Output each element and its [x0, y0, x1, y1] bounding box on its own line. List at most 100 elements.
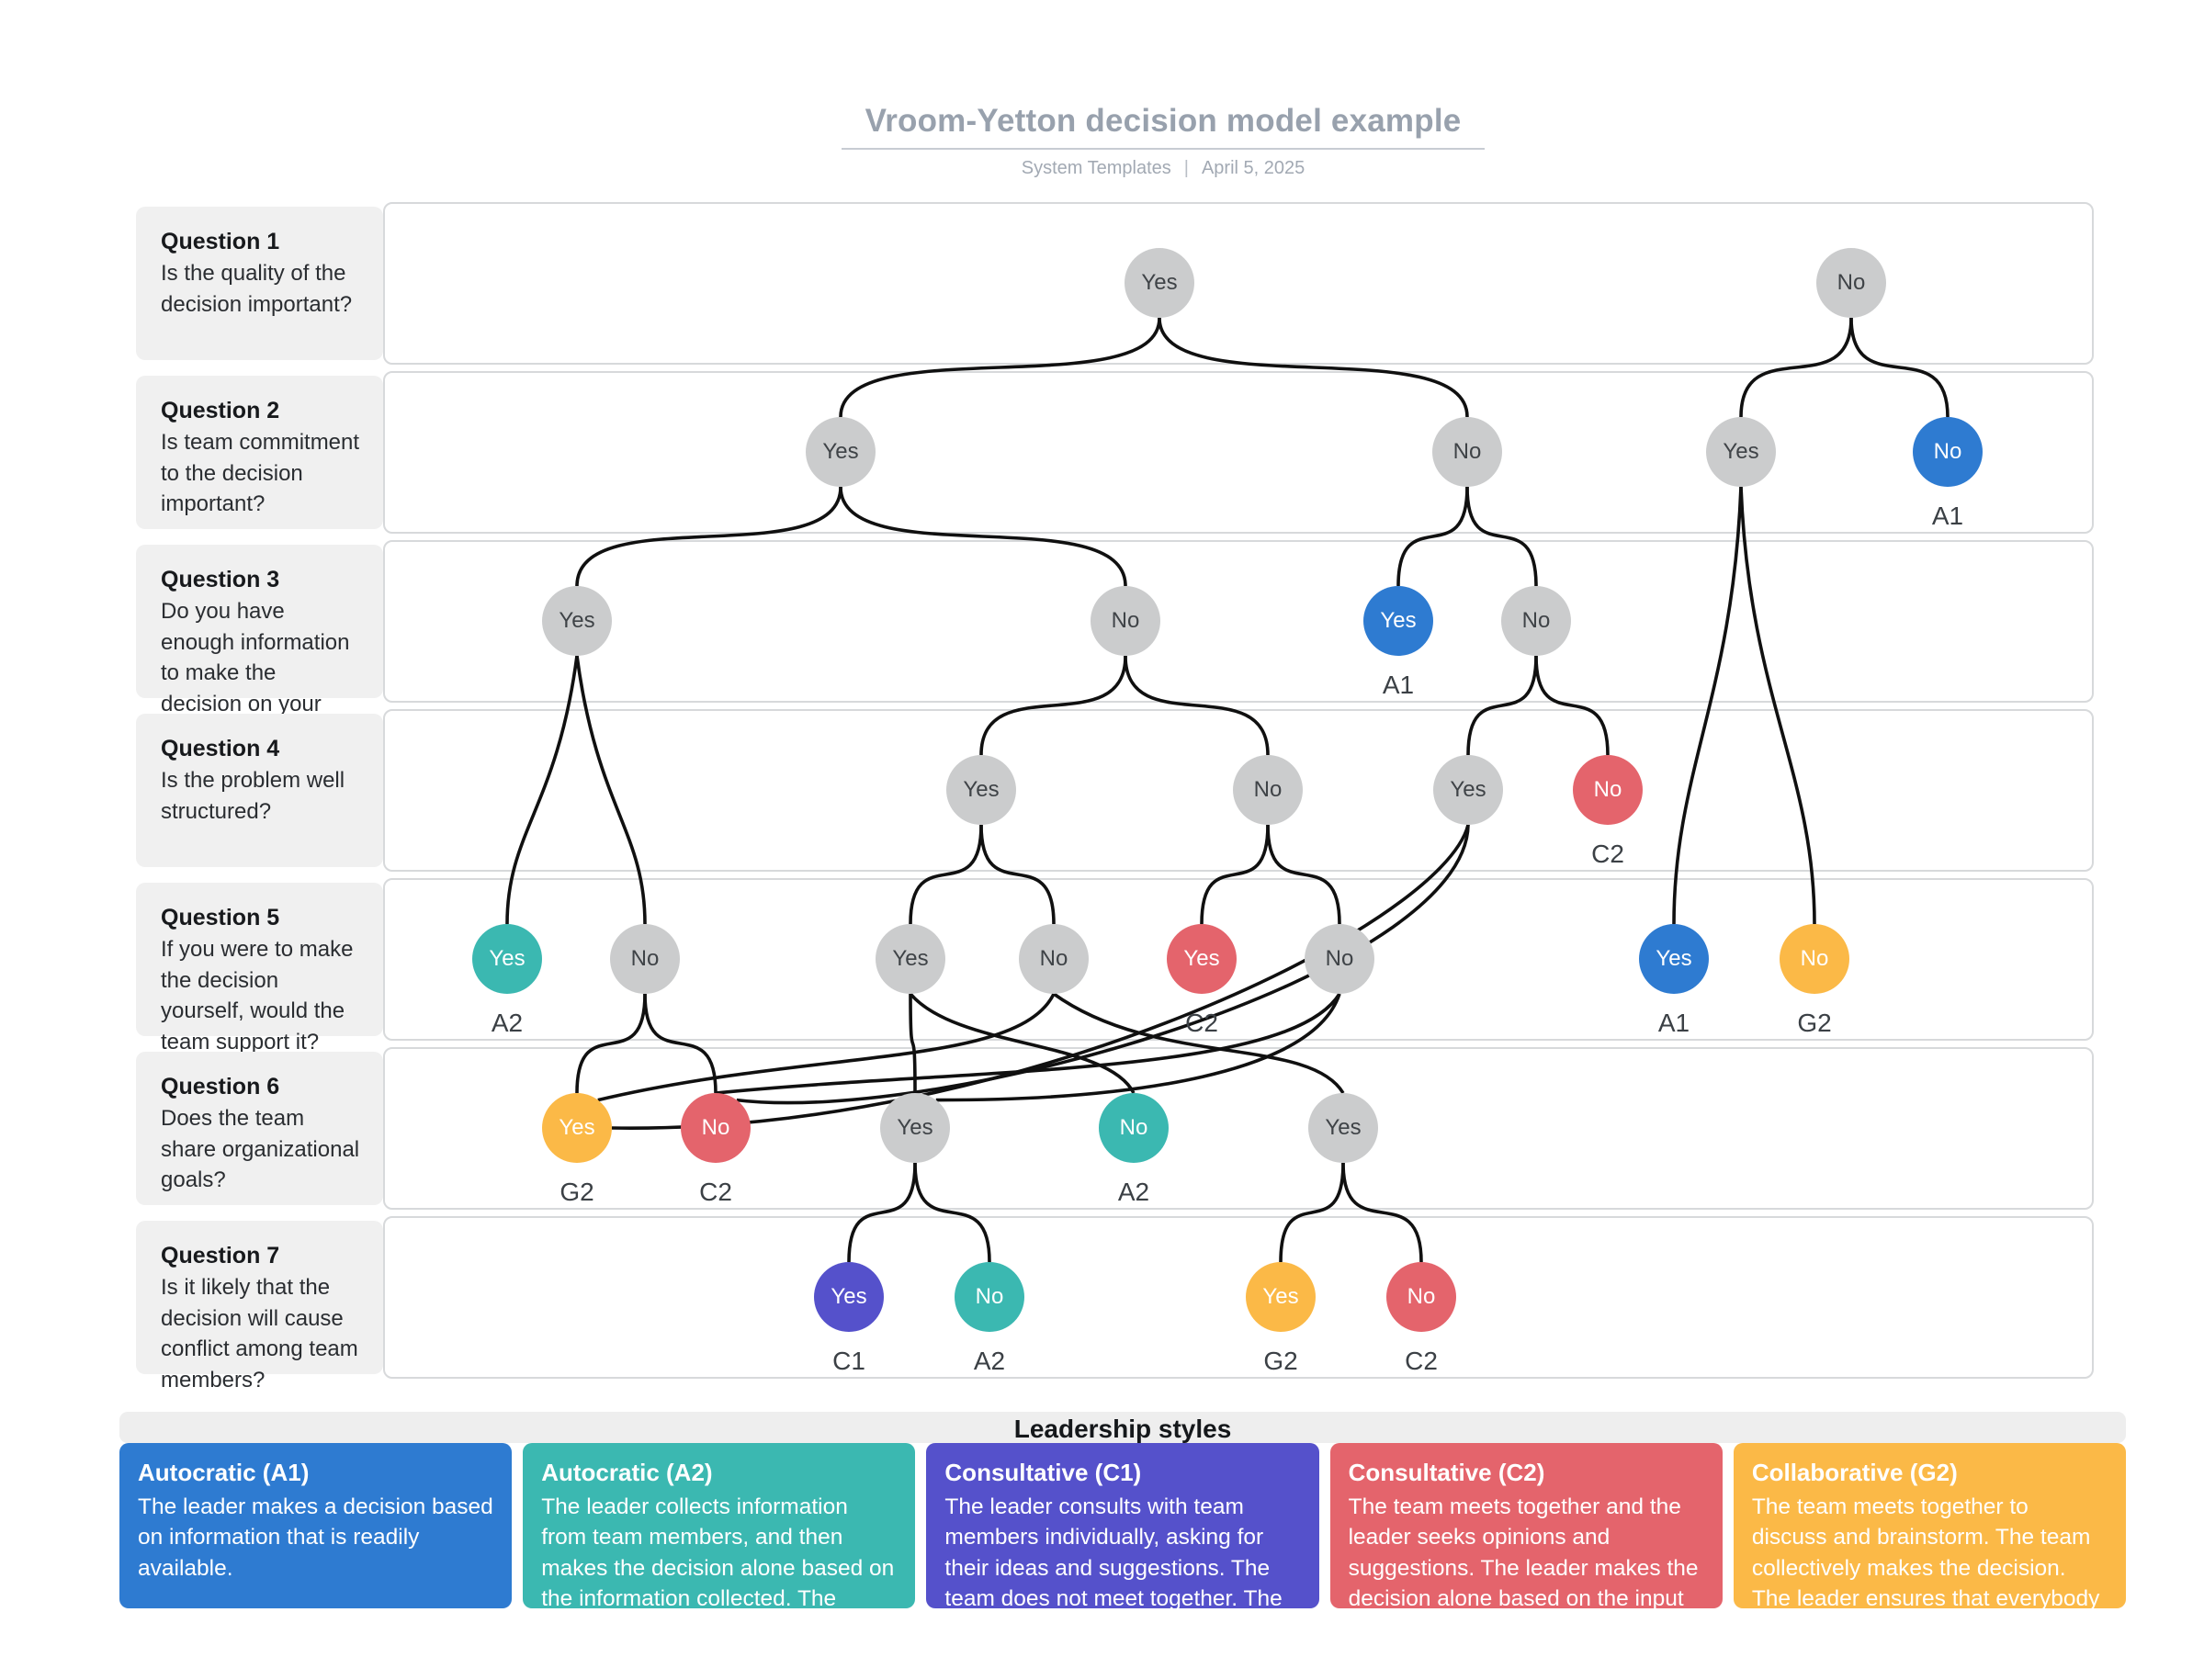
legend-box-autocratic-a2-[interactable]: Autocratic (A2)The leader collects infor… [523, 1443, 916, 1673]
decision-node-label: No [1521, 608, 1551, 633]
tree-edge-r6yes2-r7g2 [1279, 1162, 1345, 1263]
decision-node-r7c2[interactable]: No [1386, 1262, 1456, 1332]
decision-node-r5a2[interactable]: Yes [472, 924, 542, 994]
result-label-r5a2: A2 [491, 1009, 524, 1037]
decision-node-r5a1[interactable]: Yes [1639, 924, 1709, 994]
decision-node-r2yes2[interactable]: Yes [1706, 417, 1776, 487]
tree-edge-r3no-r4no [1124, 655, 1270, 756]
question-label: Question 4 [161, 736, 280, 761]
legend-box-text: The team meets together to discuss and b… [1751, 1494, 2100, 1642]
decision-node-r3no[interactable]: No [1091, 586, 1160, 656]
row-band-q1 [383, 202, 2094, 365]
decision-node-r5no2[interactable]: No [1019, 924, 1089, 994]
legend-box-title: Consultative (C1) [944, 1459, 1142, 1486]
decision-node-label: No [1253, 777, 1283, 802]
question-panel-3[interactable]: Question 3 Do you have enough information… [136, 545, 383, 747]
decision-node-r1yes[interactable]: Yes [1125, 248, 1194, 318]
legend-box-collaborative-g2-[interactable]: Collaborative (G2)The team meets togethe… [1733, 1443, 2127, 1641]
decision-node-r1no[interactable]: No [1816, 248, 1886, 318]
tree-edge-r5no-r6c2 [643, 993, 718, 1094]
decision-node-r6g2[interactable]: Yes [542, 1093, 612, 1163]
decision-node-r7g2[interactable]: Yes [1246, 1262, 1316, 1332]
decision-node-r2no2[interactable]: No [1913, 417, 1983, 487]
tree-edge-r5yes-r6yes [909, 993, 917, 1094]
legend-box-title: Autocratic (A2) [541, 1459, 713, 1486]
decision-node-label: No [1039, 946, 1068, 971]
question-label: Question 2 [161, 398, 280, 423]
decision-node-r6a2[interactable]: No [1099, 1093, 1169, 1163]
tree-edge-r1yes-r2no [1158, 317, 1469, 418]
decision-node-r5g2[interactable]: No [1780, 924, 1849, 994]
decision-node-label: Yes [1262, 1284, 1299, 1309]
subtitle-author: System Templates [1021, 158, 1171, 178]
tree-edge-r5no3-r6yes [935, 993, 1341, 1102]
tree-edge-r3yes-r5a2 [505, 655, 579, 925]
question-text: Is the problem well structured? [161, 768, 345, 824]
tree-edge-r2yes2-r5a1 [1672, 486, 1743, 925]
decision-node-r5yes[interactable]: Yes [876, 924, 945, 994]
legend-box-consultative-c1-[interactable]: Consultative (C1) The leader consults wit… [926, 1443, 1319, 1673]
decision-node-label: No [1325, 946, 1354, 971]
tree-edge-r1no-r2yes2 [1739, 317, 1853, 418]
result-label-r7g2: G2 [1263, 1347, 1298, 1375]
question-label: Question 1 [161, 229, 280, 254]
question-panel-4[interactable]: Question 4 Is the problem well structured… [136, 714, 383, 867]
question-label: Question 3 [161, 567, 280, 592]
legend-strip [119, 1412, 2126, 1443]
decision-node-label: No [1119, 1115, 1148, 1140]
legend-box-title: Consultative (C2) [1348, 1459, 1545, 1486]
result-label-r5a1: A1 [1657, 1009, 1690, 1037]
tree-edge-r4yes-r5yes [909, 824, 983, 925]
decision-node-r6yes[interactable]: Yes [880, 1093, 950, 1163]
decision-node-r5no3[interactable]: No [1305, 924, 1374, 994]
legend-box-autocratic-a1-[interactable]: Autocratic (A1)The leader makes a decisi… [119, 1443, 513, 1608]
tree-edge-r1yes-r2yes [839, 317, 1161, 418]
decision-node-r5no[interactable]: No [610, 924, 680, 994]
decision-node-label: Yes [1656, 946, 1692, 971]
decision-node-label: Yes [1380, 608, 1417, 633]
tree-edge-r5no2-r6g2 [597, 993, 1056, 1102]
decision-node-r5c2[interactable]: Yes [1167, 924, 1237, 994]
tree-edge-r4no-r5no3 [1266, 824, 1341, 925]
legend-title: Leadership styles [1013, 1415, 1232, 1443]
decision-node-r3yes2[interactable]: Yes [1363, 586, 1433, 656]
question-panel-5[interactable]: Question 5 If you were to make the decisi… [136, 883, 383, 1054]
tree-edge-r5no3-r6c2 [715, 993, 1341, 1095]
decision-node-label: No [975, 1284, 1004, 1309]
decision-node-r3no2[interactable]: No [1501, 586, 1571, 656]
decision-node-r2yes[interactable]: Yes [806, 417, 876, 487]
decision-node-r4no2[interactable]: No [1573, 755, 1643, 825]
decision-node-label: No [1837, 270, 1866, 295]
tree-edge-r4yes2-r6c2 [736, 824, 1470, 1105]
tree-edge-r2yes-r3no [839, 486, 1127, 587]
legend-box-consultative-c2-[interactable]: Consultative (C2)The team meets together… [1329, 1443, 1723, 1641]
tree-edge-r6yes2-r7c2 [1341, 1162, 1423, 1263]
question-text: If you were to make the decision yoursel… [161, 937, 354, 1054]
decision-node-r4yes2[interactable]: Yes [1433, 755, 1503, 825]
decision-node-r4no[interactable]: No [1233, 755, 1303, 825]
decision-node-label: Yes [1723, 439, 1759, 464]
decision-node-r4yes[interactable]: Yes [946, 755, 1016, 825]
result-label-r6c2: C2 [699, 1178, 732, 1206]
decision-node-label: No [1933, 439, 1962, 464]
decision-node-r6c2[interactable]: No [681, 1093, 751, 1163]
question-text: Is it likely that the decision will caus… [161, 1275, 358, 1392]
legend-box-text: The leader consults with team members in… [944, 1494, 1287, 1673]
result-label-r2no2: A1 [1931, 502, 1964, 530]
decision-node-r2no[interactable]: No [1432, 417, 1502, 487]
decision-node-r6yes2[interactable]: Yes [1308, 1093, 1378, 1163]
decision-node-r3yes[interactable]: Yes [542, 586, 612, 656]
result-label-r5g2: G2 [1797, 1009, 1832, 1037]
question-panel-2[interactable]: Question 2 Is team commitment to the deci… [136, 376, 383, 529]
decision-node-r7a2[interactable]: No [955, 1262, 1024, 1332]
tree-edge-r5no-r6g2 [575, 993, 647, 1094]
question-text: Is team commitment to the decision impor… [161, 430, 360, 517]
decision-node-r7c1[interactable]: Yes [814, 1262, 884, 1332]
question-label: Question 6 [161, 1074, 280, 1099]
question-text: Do you have enough information to make t… [161, 599, 350, 747]
question-label: Question 5 [161, 905, 280, 930]
